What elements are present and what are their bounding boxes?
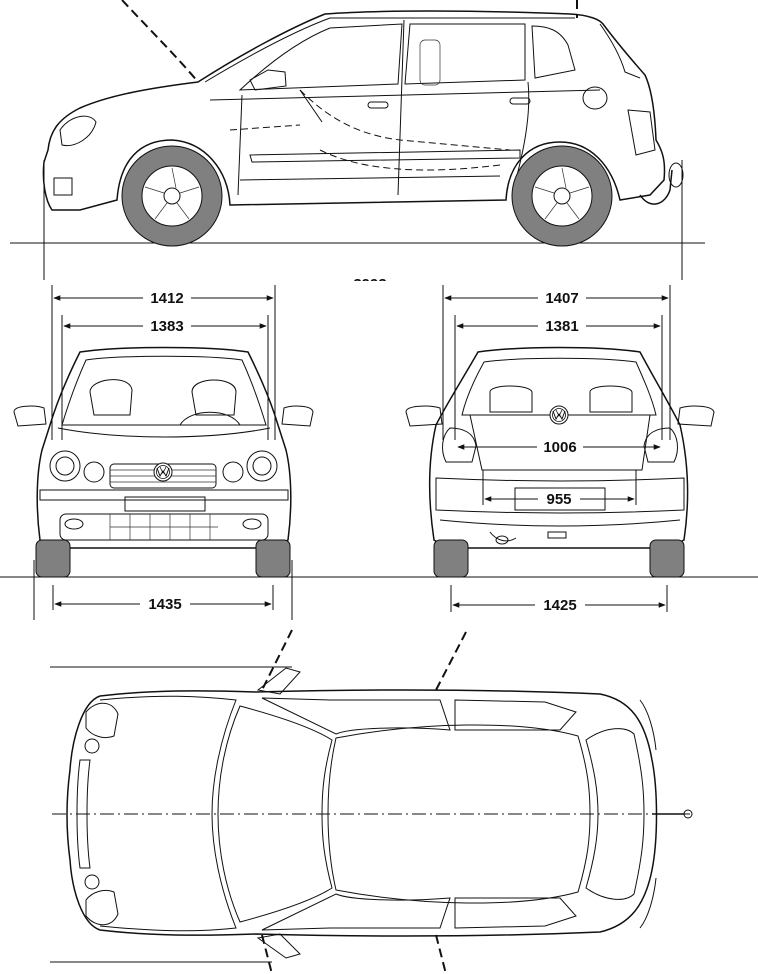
front-steering-wheel [179,411,241,426]
side-fog-lamp [53,177,73,196]
rear-lower-edge [439,519,681,527]
side-body-outline [42,10,666,211]
side-roof-line [204,17,575,83]
side-interior-dashed-3 [229,124,301,131]
side-view: 3993 [10,0,705,293]
top-rear-window [585,728,645,900]
top-ref-dashed-3 [261,934,273,974]
side-interior-dashed [299,89,511,151]
top-rear-light-lower [639,877,657,929]
side-quarter-window [531,25,576,79]
rear-tailgate [469,414,651,471]
front-seat-right [191,379,237,416]
side-rear-wheel [511,145,613,247]
rear-mirror-right [677,405,715,427]
rear-body-outline [428,346,689,549]
rear-light-right [643,427,678,463]
top-mirror-upper [256,667,301,695]
top-front-side-window-upper [261,697,451,735]
rear-width-inner-value: 1381 [545,318,578,335]
rear-width-outer-value: 1407 [545,290,578,307]
top-rear-light-upper [639,699,657,751]
rear-window [461,357,657,416]
top-rear-side-window-upper [454,699,577,731]
rear-headrest-right [589,385,633,413]
side-rear-window [404,23,526,85]
top-ref-dashed-1 [261,629,293,691]
front-width-outer-value: 1412 [150,290,183,307]
rear-bumper [435,477,685,514]
side-headlight [59,115,97,147]
side-front-handle [367,101,389,109]
top-ref-dashed-4 [435,934,447,974]
side-tow-ball [668,162,684,188]
rear-light-left [442,427,477,463]
side-fuel-cap [582,86,608,110]
side-ref-dashed [121,0,199,83]
front-view: 1412 1383 [0,285,758,620]
side-interior-dashed-2 [319,149,501,171]
side-sill-line [239,175,501,181]
top-ref-dashed-2 [435,631,467,691]
rear-tyre-left [433,539,469,578]
top-body-outline [66,689,658,937]
rear-plate [514,487,606,511]
front-mirror-left [13,405,47,427]
side-steering [299,89,323,123]
top-front-side-window-lower [261,893,451,931]
side-tow-hitch [639,169,673,205]
front-bumper-strip [39,489,289,501]
top-mirror-lower [256,933,301,959]
rear-track-value: 1425 [543,597,576,614]
top-headlight-right [85,889,119,926]
top-view [50,629,693,974]
side-beltline [209,89,601,101]
front-width-inner-value: 1383 [150,318,183,335]
side-tail-light [627,109,656,156]
rear-view: 1407 1381 1006 955 [405,285,715,614]
front-body-outline [36,346,292,549]
side-rear-spoiler [599,23,641,79]
front-mirror-right [281,405,314,427]
side-mirror [249,69,287,91]
front-tyre-left [35,539,71,578]
front-tyre-right [255,539,291,578]
tailgate-height-value: 1006 [543,439,576,456]
front-windshield [61,355,267,426]
side-b-pillar [397,19,405,196]
front-seat-left [89,379,133,416]
front-track-value: 1435 [148,596,181,613]
rear-headrest-left [489,385,533,413]
side-front-wheel [121,145,223,247]
front-lower-intake [59,513,269,541]
top-windshield [217,705,333,923]
side-front-window [238,23,403,91]
side-seat [419,39,441,86]
top-grille [76,759,91,869]
top-headlight-left [85,702,119,739]
side-rear-handle [509,97,531,105]
front-headlight-left [49,450,81,482]
vw-logo-icon [153,462,173,482]
front-plate [124,496,206,512]
top-rear-side-window-lower [454,897,577,929]
vw-logo-rear-icon [549,405,569,425]
front-headlight-right [246,450,278,482]
rear-mirror-left [405,405,443,427]
top-bonnet-edge [99,695,237,932]
front-bonnet-line [57,427,271,438]
tailgate-width-value: 955 [546,491,571,508]
side-rub-strip [249,149,521,163]
side-front-door-edge [237,94,243,196]
top-roof [327,724,591,904]
rear-tyre-right [649,539,685,578]
rear-exhaust [489,531,517,542]
